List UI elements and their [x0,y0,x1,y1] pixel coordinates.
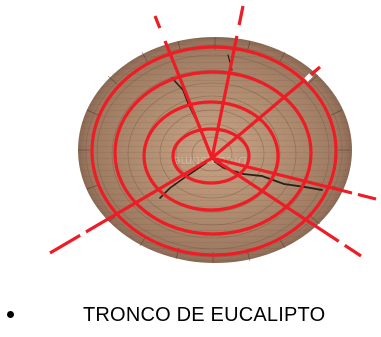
annotation-ray [49,156,213,255]
annotation-ray [211,156,362,258]
annotation-ring-4 [90,45,338,257]
bullet-dot-icon [7,311,14,318]
annotation-ring-1 [171,127,251,185]
caption: TRONCO DE EUCALIPTO [0,303,381,333]
eucalyptus-trunk-photo: Dreamstime [49,5,377,263]
annotation-ring-2 [142,100,280,212]
annotation-ray [210,65,322,160]
annotation-ray [211,156,377,201]
annotation-rings [90,45,338,257]
annotation-ring-3 [113,70,313,236]
caption-text: TRONCO DE EUCALIPTO [83,304,326,326]
